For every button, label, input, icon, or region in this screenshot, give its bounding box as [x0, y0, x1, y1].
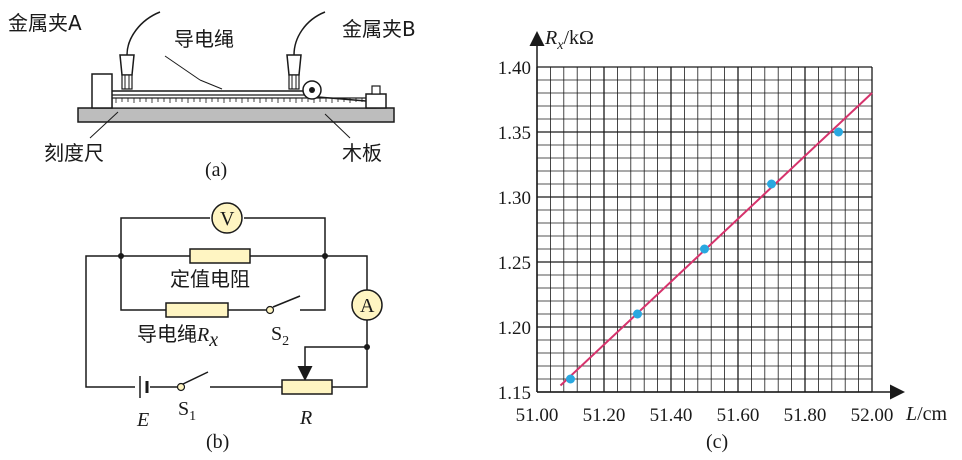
clip-b	[286, 11, 326, 90]
switch2-pivot	[265, 305, 275, 315]
chart-grid	[536, 66, 873, 393]
chart-points	[566, 127, 843, 384]
junction-left	[118, 253, 124, 259]
rheostat-slider-wire	[297, 346, 367, 381]
junction-right	[322, 253, 328, 259]
voltmeter-wire-left	[120, 217, 210, 256]
clip-b-label: 金属夹B	[342, 17, 416, 41]
rope-branch-wire	[120, 256, 268, 311]
x-axis-label: L/cm	[905, 403, 948, 425]
x-tick-label: 51.00	[516, 405, 559, 426]
ruler-label: 刻度尺	[44, 141, 104, 165]
data-point	[566, 374, 575, 384]
chart-axes	[529, 31, 905, 400]
rope-leader	[164, 55, 201, 81]
rope-tail	[317, 96, 367, 102]
main-wire-right	[325, 255, 368, 290]
x-tick-label: 51.80	[784, 405, 827, 426]
chart-fit-line-group	[559, 92, 873, 387]
x-tick-label: 51.60	[717, 405, 760, 426]
battery-label: E	[136, 409, 149, 431]
rope-resistor	[165, 302, 229, 318]
board-label: 木板	[342, 141, 382, 165]
caption-c: (c)	[706, 431, 728, 453]
switch1-label: S1	[178, 398, 196, 424]
data-point	[700, 244, 709, 254]
x-tick-label: 51.40	[650, 405, 693, 426]
switch2-blade	[272, 295, 301, 308]
ammeter	[351, 289, 383, 321]
data-point	[767, 179, 776, 189]
chart-tick-labels: 51.00 51.20 51.40 51.60 51.80 52.00 1.15 1.20 1.…	[498, 58, 894, 426]
panel-a-apparatus: 金属夹A 金属夹B 导电绳 刻度尺 木板 (a)	[8, 11, 416, 181]
rheostat-label: R	[299, 407, 312, 429]
clip-a	[119, 11, 161, 90]
y-tick-label: 1.30	[498, 188, 531, 209]
board-leader	[324, 113, 351, 139]
rope-label: 导电绳	[174, 27, 234, 51]
left-post	[91, 73, 113, 109]
y-tick-label: 1.15	[498, 383, 531, 404]
ruler-ticks	[115, 98, 369, 103]
y-tick-label: 1.40	[498, 58, 531, 79]
right-block-top	[371, 85, 381, 95]
y-axis-label: Rx/kΩ	[544, 27, 594, 53]
fixed-resistor	[189, 248, 251, 264]
ruler-leader	[89, 111, 119, 139]
switch2-label: S2	[271, 323, 289, 349]
rheostat	[281, 379, 333, 395]
main-wire-left	[85, 255, 135, 388]
panel-b-circuit	[85, 217, 368, 388]
rope-resistor-label: 导电绳Rx	[137, 322, 218, 351]
rope-leader-2	[199, 79, 223, 90]
x-tick-label: 51.20	[583, 405, 626, 426]
voltmeter-wire-right	[244, 217, 326, 256]
caption-a: (a)	[205, 159, 227, 181]
wood-board	[77, 107, 395, 123]
right-block	[365, 93, 387, 109]
main-wire-bottom	[210, 320, 368, 388]
voltmeter	[211, 202, 243, 234]
y-tick-label: 1.35	[498, 123, 531, 144]
fixed-resistor-label: 定值电阻	[170, 267, 250, 291]
voltmeter-symbol: V	[220, 208, 235, 230]
y-tick-label: 1.25	[498, 253, 531, 274]
clip-a-label: 金属夹A	[8, 11, 82, 35]
fit-line	[559, 92, 873, 387]
x-tick-label: 52.00	[851, 405, 894, 426]
caption-b: (b)	[206, 431, 229, 453]
panel-b-components: V A 定值电阻 导电绳Rx S2 S1 E R (b)	[118, 202, 383, 453]
switch1-pivot	[176, 382, 186, 392]
panel-c-chart: 51.00 51.20 51.40 51.60 51.80 52.00 1.15 1.20 1.…	[498, 27, 948, 453]
junction-rheostat	[364, 344, 370, 350]
rope-branch-wire-right	[300, 256, 326, 311]
y-tick-label: 1.20	[498, 318, 531, 339]
data-point	[834, 127, 843, 137]
switch1-blade	[182, 371, 209, 385]
ammeter-symbol: A	[360, 295, 375, 317]
pulley-axle	[309, 87, 315, 93]
data-point	[633, 309, 642, 319]
